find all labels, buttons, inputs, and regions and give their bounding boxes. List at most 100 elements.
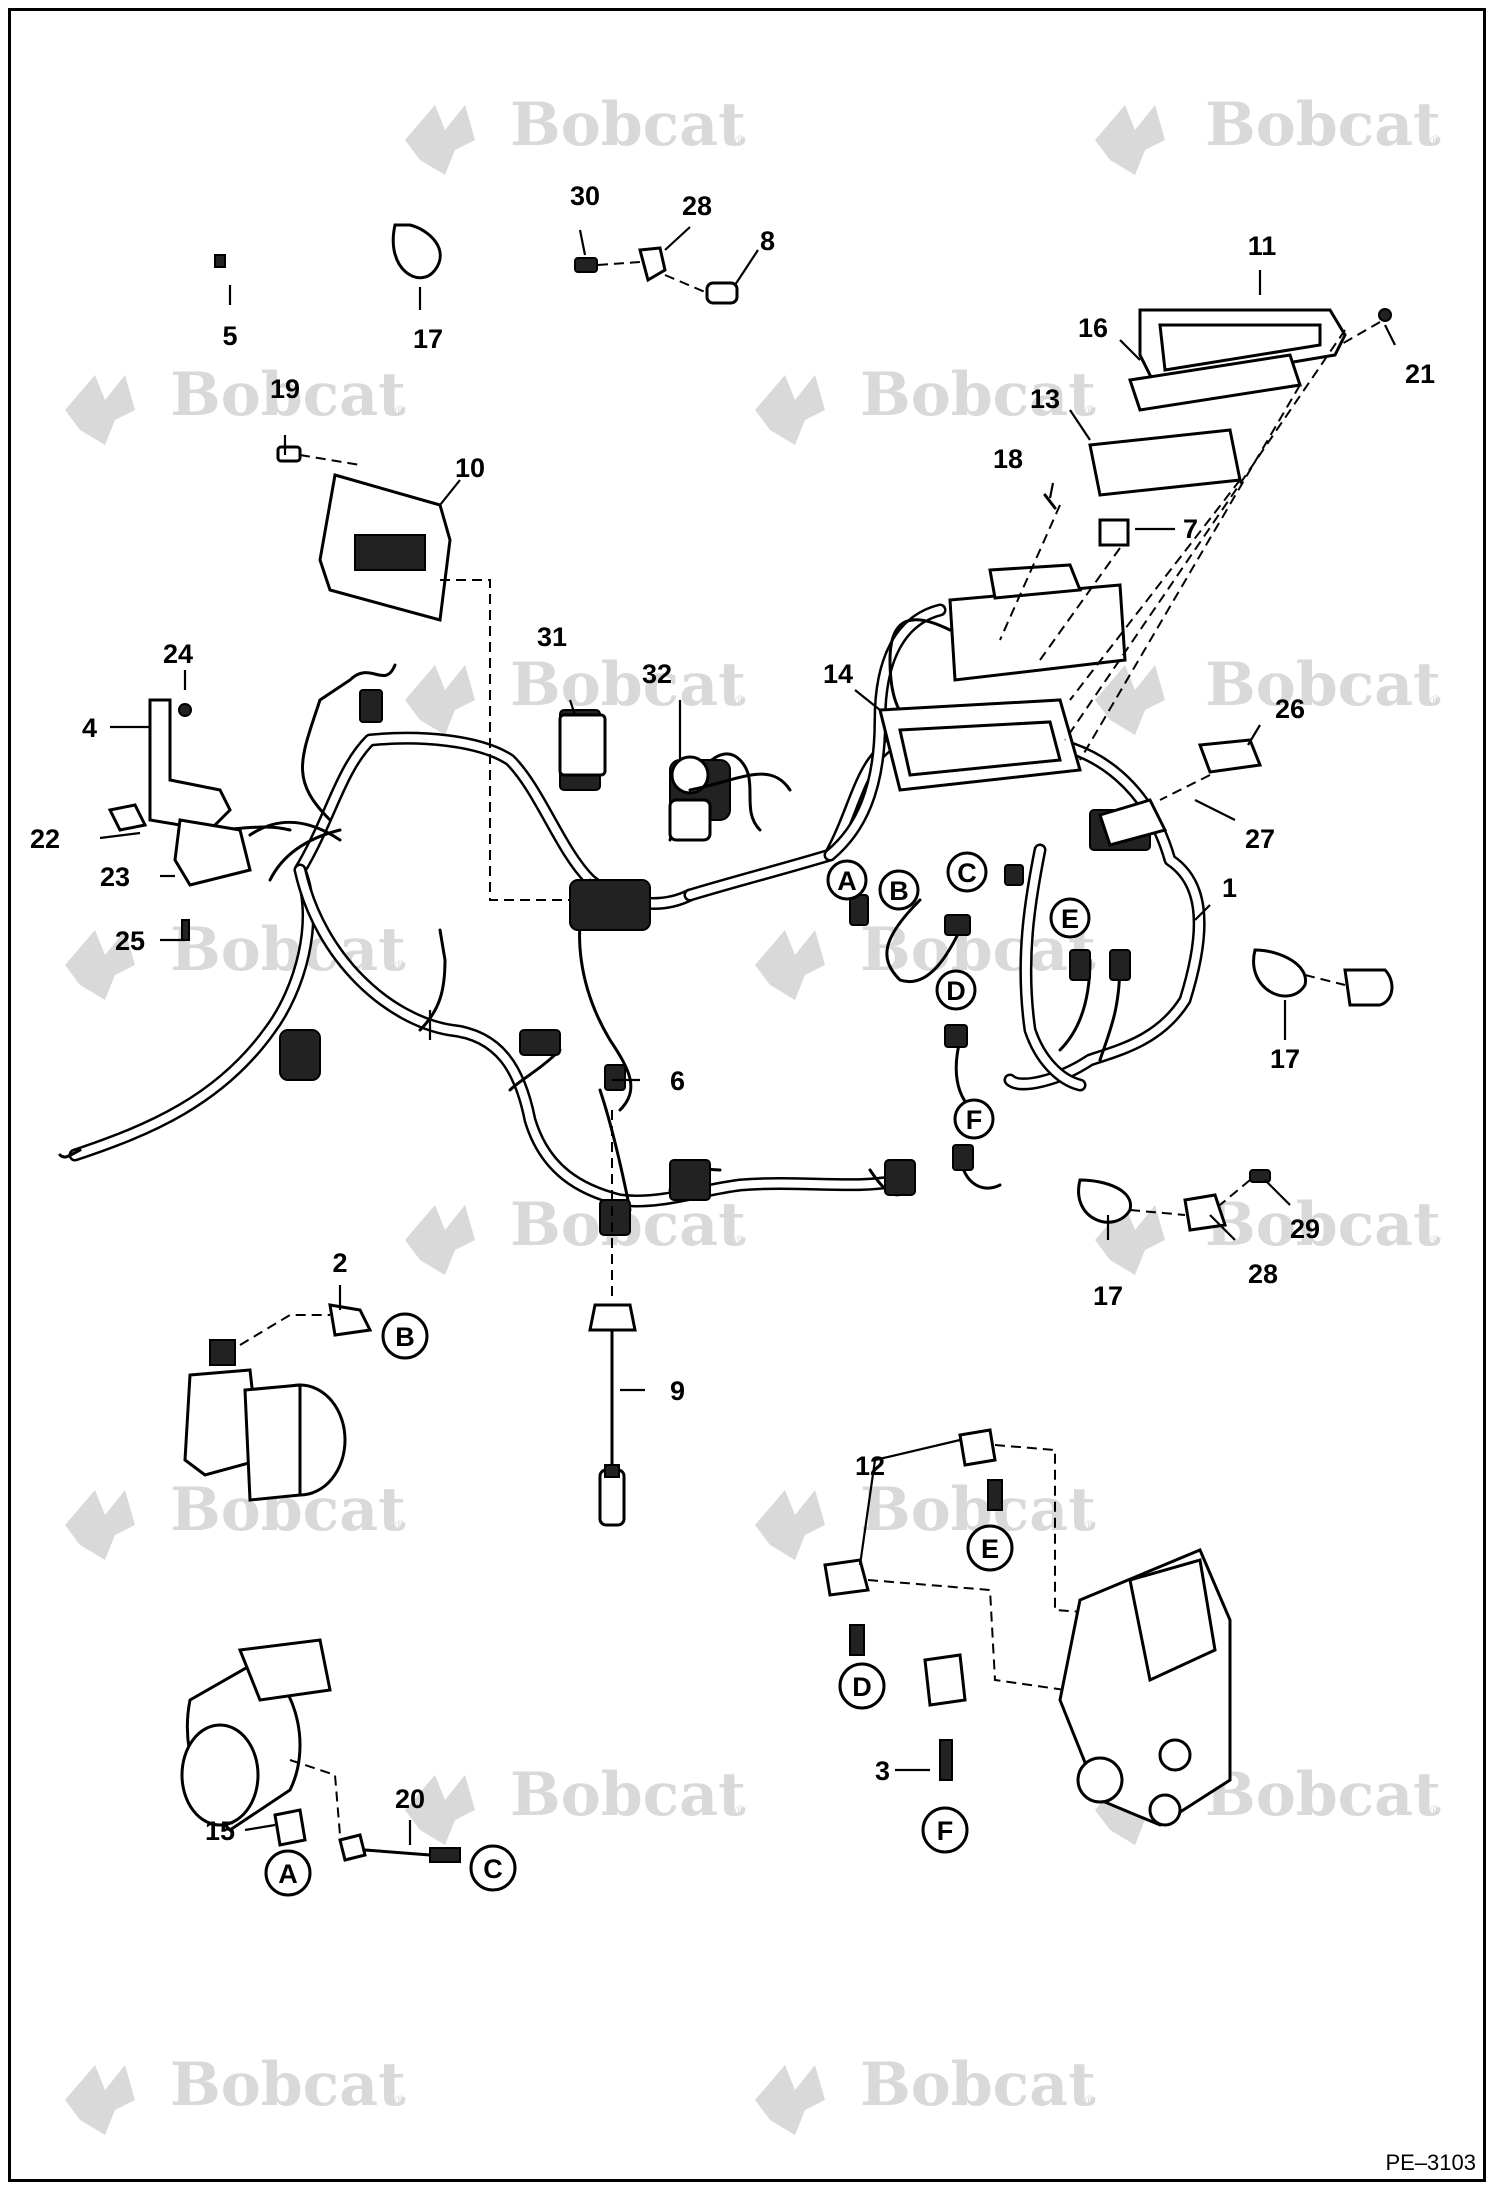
connector-d-callout: D xyxy=(838,1662,886,1710)
filter-group-left xyxy=(183,1303,373,1502)
callout-30: 30 xyxy=(570,181,600,211)
svg-text:®: ® xyxy=(1430,1232,1441,1248)
svg-text:A: A xyxy=(278,1859,298,1889)
svg-text:C: C xyxy=(483,1854,503,1884)
callout-14: 14 xyxy=(823,659,853,689)
svg-text:®: ® xyxy=(1430,1802,1441,1818)
svg-text:Bobcat: Bobcat xyxy=(860,2050,1096,2120)
svg-text:Bobcat: Bobcat xyxy=(1205,1760,1441,1830)
main-harness xyxy=(58,603,1206,1212)
svg-text:D: D xyxy=(852,1672,872,1702)
svg-text:®: ® xyxy=(395,2092,406,2108)
svg-text:®: ® xyxy=(395,1517,406,1533)
connector-b-callout: B xyxy=(381,1312,429,1360)
svg-text:E: E xyxy=(1061,904,1079,934)
svg-text:®: ® xyxy=(735,1802,746,1818)
connector-e-callout: E xyxy=(966,1524,1014,1572)
svg-text:®: ® xyxy=(1085,402,1096,418)
callout-6: 6 xyxy=(670,1066,685,1096)
svg-text:®: ® xyxy=(1085,2092,1096,2108)
callout-23: 23 xyxy=(100,862,130,892)
callout-25: 25 xyxy=(115,926,145,956)
callout-28: 28 xyxy=(1248,1259,1278,1289)
svg-text:®: ® xyxy=(395,402,406,418)
watermark-layer: Bobcat® Bobcat® Bobcat® Bobcat® Bobcat® … xyxy=(65,90,1441,2135)
connector-f-callout: F xyxy=(953,1098,995,1140)
fuel-sender-group xyxy=(588,1110,637,1527)
callout-26: 26 xyxy=(1275,694,1305,724)
valve-assembly xyxy=(823,1428,1232,1827)
svg-text:Bobcat: Bobcat xyxy=(510,90,746,160)
svg-text:®: ® xyxy=(735,692,746,708)
screw-and-clamp-top xyxy=(214,223,442,280)
callout-5: 5 xyxy=(222,321,237,351)
svg-text:Bobcat: Bobcat xyxy=(170,2050,406,2120)
watermark: Bobcat® xyxy=(405,1190,746,1275)
watermark: Bobcat® xyxy=(405,650,746,735)
connector-c-callout: C xyxy=(469,1844,517,1892)
watermark: Bobcat® xyxy=(755,360,1096,445)
watermark: Bobcat® xyxy=(65,360,406,445)
callout-15: 15 xyxy=(205,1816,235,1846)
drawing-border xyxy=(8,8,1486,2182)
callout-27: 27 xyxy=(1245,824,1275,854)
watermark: Bobcat® xyxy=(755,915,1096,1000)
relay-box-part xyxy=(276,445,570,901)
callout-8: 8 xyxy=(760,226,775,256)
callout-18: 18 xyxy=(993,444,1023,474)
callout-22: 22 xyxy=(30,824,60,854)
callouts: 1 2 3 4 5 6 7 8 9 10 11 12 13 14 15 16 1… xyxy=(30,181,1435,1846)
callout-31: 31 xyxy=(537,622,567,652)
watermark: Bobcat® xyxy=(755,2050,1096,2135)
svg-text:E: E xyxy=(981,1534,999,1564)
svg-text:B: B xyxy=(889,876,909,906)
svg-text:Bobcat: Bobcat xyxy=(1205,1190,1441,1260)
callout-24: 24 xyxy=(163,639,193,669)
bracket-relay-group xyxy=(107,698,342,941)
svg-text:F: F xyxy=(937,1816,954,1846)
connector-a-callout: A xyxy=(826,859,868,901)
connector-f-callout: F xyxy=(921,1806,969,1854)
callout-13: 13 xyxy=(1030,384,1060,414)
callout-4: 4 xyxy=(82,713,97,743)
callout-3: 3 xyxy=(875,1756,890,1786)
connector-e-callout: E xyxy=(1049,897,1091,939)
svg-text:Bobcat: Bobcat xyxy=(860,360,1096,430)
svg-text:Bobcat: Bobcat xyxy=(170,360,406,430)
svg-text:®: ® xyxy=(395,957,406,973)
connector-26-27-group xyxy=(1098,738,1263,847)
callout-11: 11 xyxy=(1248,231,1277,261)
svg-text:Bobcat: Bobcat xyxy=(510,1760,746,1830)
callout-16: 16 xyxy=(1078,313,1108,343)
callout-7: 7 xyxy=(1183,514,1198,544)
callout-20: 20 xyxy=(395,1784,425,1814)
svg-text:Bobcat: Bobcat xyxy=(170,915,406,985)
watermark: Bobcat® xyxy=(65,1475,406,1560)
watermark: Bobcat® xyxy=(1095,1190,1441,1275)
svg-text:®: ® xyxy=(1085,1517,1096,1533)
callout-1: 1 xyxy=(1222,873,1237,903)
watermark: Bobcat® xyxy=(1095,90,1441,175)
watermark: Bobcat® xyxy=(405,90,746,175)
callout-17: 17 xyxy=(1093,1281,1123,1311)
svg-text:Bobcat: Bobcat xyxy=(1205,650,1441,720)
connector-letters: A B C D E F B A C E D F xyxy=(264,851,1091,1897)
svg-text:®: ® xyxy=(735,1232,746,1248)
connector-31-32-group xyxy=(558,713,792,842)
svg-text:B: B xyxy=(395,1322,415,1352)
callout-9: 9 xyxy=(670,1376,685,1406)
controller-assembly xyxy=(878,308,1392,792)
watermark: Bobcat® xyxy=(1095,1760,1441,1845)
callout-21: 21 xyxy=(1405,359,1435,389)
svg-text:®: ® xyxy=(1430,692,1441,708)
svg-text:®: ® xyxy=(735,132,746,148)
callout-32: 32 xyxy=(642,659,672,689)
connector-b-callout: B xyxy=(878,869,920,911)
svg-text:A: A xyxy=(837,866,857,896)
svg-text:D: D xyxy=(946,976,966,1006)
connector-d-callout: D xyxy=(935,969,977,1011)
watermark: Bobcat® xyxy=(1095,650,1441,735)
watermark: Bobcat® xyxy=(65,2050,406,2135)
connector-a-callout: A xyxy=(264,1849,312,1897)
